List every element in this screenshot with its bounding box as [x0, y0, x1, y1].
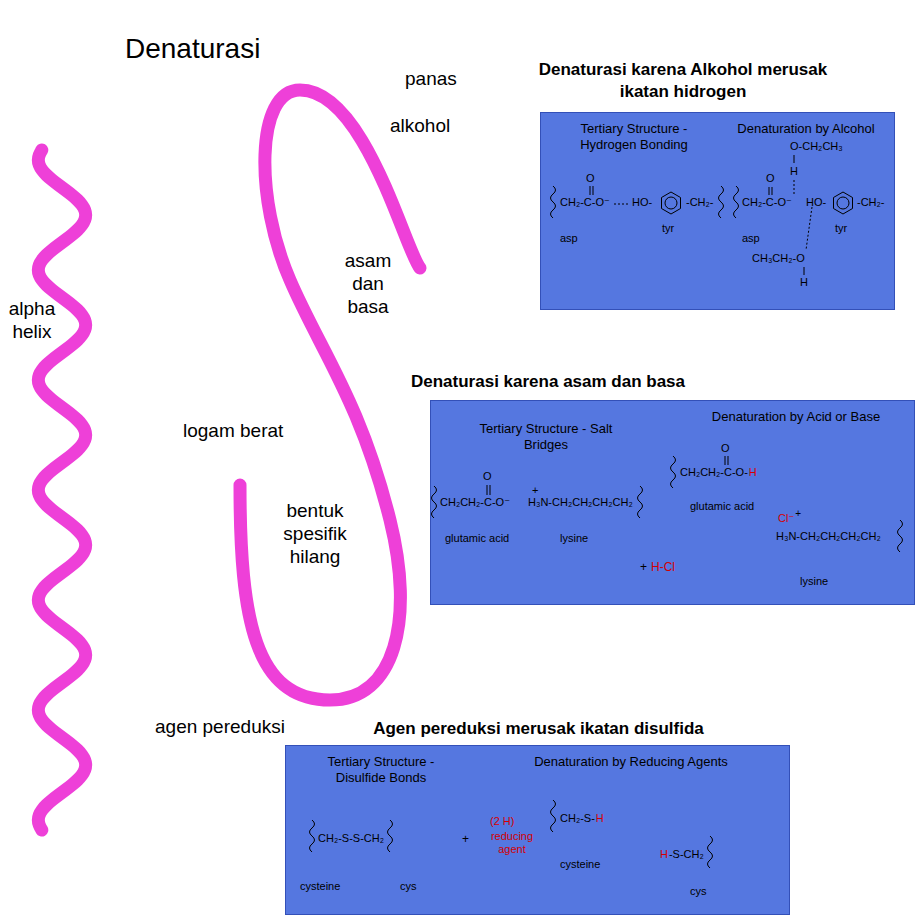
chemical-label: CH₂-C-O⁻ [560, 196, 610, 209]
chemical-label: Cl⁻ [778, 512, 794, 525]
process-label: alkohol [390, 115, 450, 138]
chemical-label: O [721, 442, 730, 455]
chemical-label: (2 H) [490, 815, 514, 828]
chemical-label: asp [560, 232, 578, 245]
chemical-label: cys [690, 885, 707, 898]
chemical-label: lysine [800, 575, 828, 588]
chemical-label: -CH₂- [857, 196, 884, 209]
chemical-label: cys [400, 880, 417, 893]
chemical-label: cysteine [560, 858, 600, 871]
chemical-label: CH₂-S-S-CH₂ [318, 832, 384, 845]
panel-title: Denaturation by Reducing Agents [511, 754, 751, 770]
panel-title: Tertiary Structure - Disulfide Bonds [311, 754, 451, 785]
process-label: bentuk spesifik hilang [270, 500, 360, 568]
chemical-label: + [795, 508, 801, 520]
chemical-label: O [483, 470, 492, 483]
panel-title: Tertiary Structure - Hydrogen Bonding [559, 121, 709, 152]
chemical-label: H-Cl [651, 560, 675, 574]
chemical-label: CH₂-C-O⁻ [742, 196, 792, 209]
chemical-label: H₃N-CH₂CH₂CH₂CH₂ [776, 530, 881, 543]
chemical-label: H [800, 276, 808, 289]
chemical-label: -S-CH₂ [669, 848, 704, 861]
chemical-label: H [660, 848, 668, 861]
chemical-label: reducing agent [482, 830, 542, 856]
chemical-label: HO- [632, 196, 652, 209]
chemical-label: cysteine [300, 880, 340, 893]
chemical-label: H [749, 466, 757, 479]
chemical-label: CH₂-S- [560, 812, 595, 825]
process-label: panas [405, 68, 457, 91]
panel-heading: Agen pereduksi merusak ikatan disulfida [286, 718, 791, 740]
chemical-label: + [532, 484, 538, 497]
chemical-label: O-CH₂CH₃ [790, 140, 843, 153]
chemical-label: H₃N-CH₂CH₂CH₂CH₂ [528, 496, 633, 509]
panel-heading: Denaturasi karena Alkohol merusak ikatan… [533, 59, 833, 103]
chemical-label: O [766, 172, 775, 185]
chemical-label: asp [742, 232, 760, 245]
chemical-label: CH₂CH₂-C-O- [680, 466, 748, 479]
process-label: asam dan basa [338, 250, 398, 318]
process-label: alpha helix [2, 298, 62, 344]
chemical-label: CH₃CH₂-O [752, 252, 805, 265]
structure-panel: Agen pereduksi merusak ikatan disulfidaT… [285, 745, 790, 915]
panel-heading: Denaturasi karena asam dan basa [411, 371, 685, 393]
panel-title: Tertiary Structure - Salt Bridges [466, 421, 626, 452]
chemical-label: + [462, 832, 469, 846]
chemical-label: glutamic acid [445, 532, 509, 545]
chemical-label: H [596, 812, 604, 825]
process-label: agen pereduksi [155, 716, 285, 739]
chemical-label: H [790, 165, 798, 178]
chemical-label: CH₂CH₂-C-O⁻ [440, 496, 510, 509]
diagram-title: Denaturasi [125, 33, 260, 65]
chemical-label: tyr [662, 222, 674, 235]
chemical-label: O [586, 172, 595, 185]
denatured-strand [240, 90, 420, 700]
panel-title: Denaturation by Acid or Base [686, 409, 906, 425]
process-label: logam berat [183, 420, 283, 443]
chemical-label: lysine [560, 532, 588, 545]
chemical-label: HO- [806, 196, 826, 209]
chemical-label: glutamic acid [690, 500, 754, 513]
chemical-label: tyr [835, 222, 847, 235]
panel-title: Denaturation by Alcohol [726, 121, 886, 137]
chemical-label: -CH₂- [686, 196, 713, 209]
alpha-helix-strand [38, 150, 85, 830]
chemical-label: + [640, 560, 647, 574]
